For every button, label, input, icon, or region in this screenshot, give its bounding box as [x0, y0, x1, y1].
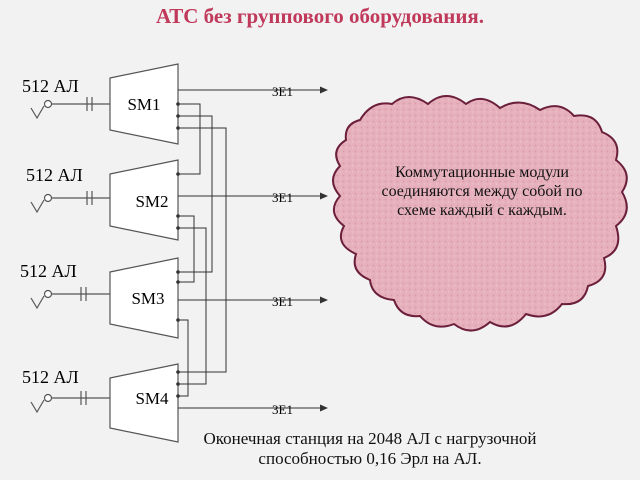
subscriber-line-symbol-3 [30, 287, 110, 310]
trunk-label-4: 3E1 [272, 402, 293, 417]
module-sm3-body [109, 257, 179, 339]
module-sm1-label: SM1 [127, 95, 160, 114]
trunk-arrowheads [320, 86, 328, 412]
module-sm3: SM3 [109, 257, 179, 339]
subscriber-line-symbol-2 [30, 191, 110, 214]
page-title: АТС без группового оборудования. [155, 4, 485, 28]
module-sm3-label: SM3 [131, 289, 164, 308]
interconnection-wiring [178, 103, 227, 397]
module-sm4-label: SM4 [135, 389, 169, 408]
subscriber-lines-label-2: 512 АЛ [26, 165, 83, 185]
trunk-label-2: 3E1 [272, 190, 293, 205]
wiring-junction-dots [176, 102, 180, 398]
trunk-label-3: 3E1 [272, 294, 293, 309]
subscriber-line-symbol-1 [30, 97, 110, 120]
module-sm1: SM1 [109, 63, 179, 145]
module-sm2-label: SM2 [135, 192, 168, 211]
module-sm4-body [109, 363, 179, 443]
module-sm1-body [109, 63, 179, 145]
module-sm4: SM4 [109, 363, 179, 443]
module-sm2-body [109, 159, 179, 241]
trunk-label-1: 3E1 [272, 84, 293, 99]
subscriber-line-symbol-4 [30, 391, 110, 414]
trunk-lines [178, 89, 322, 409]
subscriber-lines-label-3: 512 АЛ [20, 261, 77, 281]
module-sm2: SM2 [109, 159, 179, 241]
subscriber-lines-label-1: 512 АЛ [22, 76, 79, 96]
cloud-note: Коммутационные модули соединяются между … [381, 164, 583, 219]
cloud-shape [332, 95, 628, 332]
footer-caption: Оконечная станция на 2048 АЛ с нагрузочн… [203, 429, 537, 468]
subscriber-lines-label-4: 512 АЛ [22, 367, 79, 387]
